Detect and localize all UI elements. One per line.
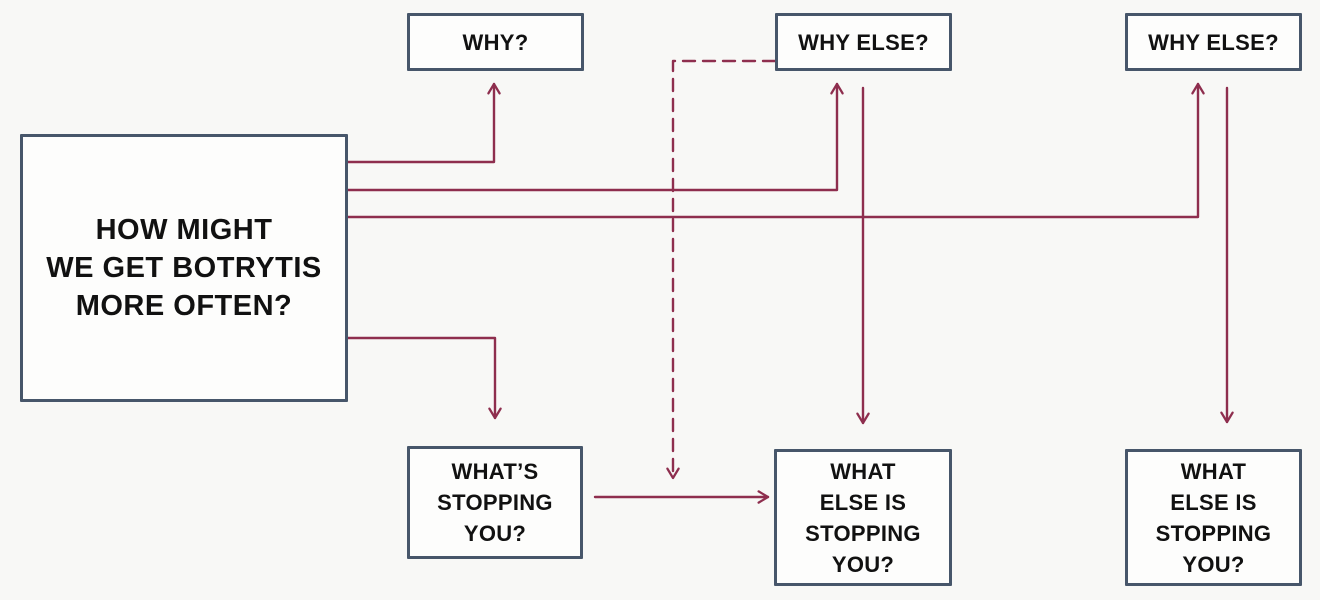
node-what-else-stopping-middle[interactable]: WHAT ELSE IS STOPPING YOU? bbox=[774, 449, 952, 586]
node-what-else-stopping-right[interactable]: WHAT ELSE IS STOPPING YOU? bbox=[1125, 449, 1302, 586]
node-label: HOW MIGHT WE GET BOTRYTIS MORE OFTEN? bbox=[46, 214, 322, 322]
edge-hmw-to-why1[interactable] bbox=[346, 82, 501, 164]
node-why[interactable]: WHY? bbox=[407, 13, 584, 71]
edge-hmw-to-stop1[interactable] bbox=[346, 336, 502, 420]
edge-hmw-to-why3[interactable] bbox=[346, 82, 1205, 219]
node-label: WHY ELSE? bbox=[798, 29, 929, 55]
node-label: WHAT’S STOPPING YOU? bbox=[437, 459, 553, 546]
node-label: WHAT ELSE IS STOPPING YOU? bbox=[805, 458, 921, 577]
node-label: WHY ELSE? bbox=[1148, 29, 1279, 55]
edge-hmw-to-why2[interactable] bbox=[346, 82, 844, 192]
node-label: WHY? bbox=[462, 29, 529, 55]
node-why-else-right[interactable]: WHY ELSE? bbox=[1125, 13, 1302, 71]
node-whats-stopping-you[interactable]: WHAT’S STOPPING YOU? bbox=[407, 446, 583, 559]
node-how-might-we[interactable]: HOW MIGHT WE GET BOTRYTIS MORE OFTEN? bbox=[20, 134, 348, 402]
edge-why2-dashed-down[interactable] bbox=[666, 59, 777, 480]
node-why-else-middle[interactable]: WHY ELSE? bbox=[775, 13, 952, 71]
node-label: WHAT ELSE IS STOPPING YOU? bbox=[1155, 458, 1272, 577]
